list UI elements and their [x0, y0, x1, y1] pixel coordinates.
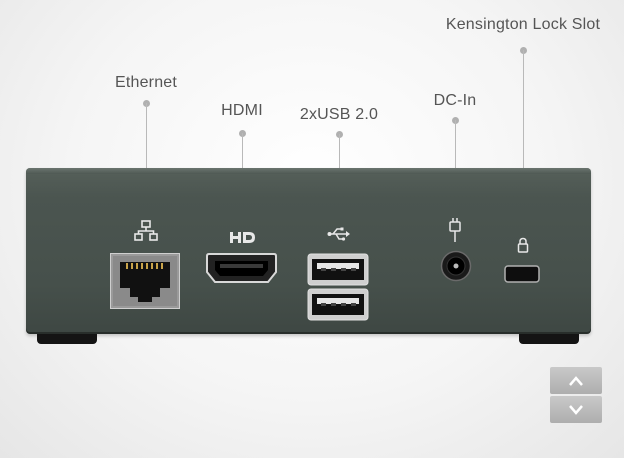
dc-in-label: DC-In [433, 92, 477, 109]
usb-port-stack [307, 253, 369, 321]
scroll-up-button[interactable] [550, 367, 602, 394]
dc-in-port [440, 250, 472, 282]
lock-icon [517, 237, 529, 253]
chevron-up-icon [569, 375, 583, 386]
hdmi-label: HDMI [221, 102, 263, 119]
lock-leader-line [523, 50, 524, 236]
device-foot-right [519, 334, 579, 344]
chevron-down-icon [569, 404, 583, 415]
device-top-edge [26, 168, 591, 174]
power-plug-icon [449, 218, 461, 242]
ethernet-label: Ethernet [114, 74, 178, 91]
ethernet-leader-line [146, 103, 147, 220]
hdmi-port [206, 253, 277, 283]
ethernet-port [110, 253, 180, 309]
network-icon [134, 220, 158, 241]
device-foot-left [37, 334, 97, 344]
scroll-down-button[interactable] [550, 396, 602, 423]
hdmi-icon [230, 232, 255, 243]
kensington-lock-slot [504, 265, 540, 283]
usb-label: 2xUSB 2.0 [299, 106, 379, 123]
usb-icon [327, 227, 350, 241]
kensington-lock-label: Kensington Lock Slot [445, 16, 601, 33]
